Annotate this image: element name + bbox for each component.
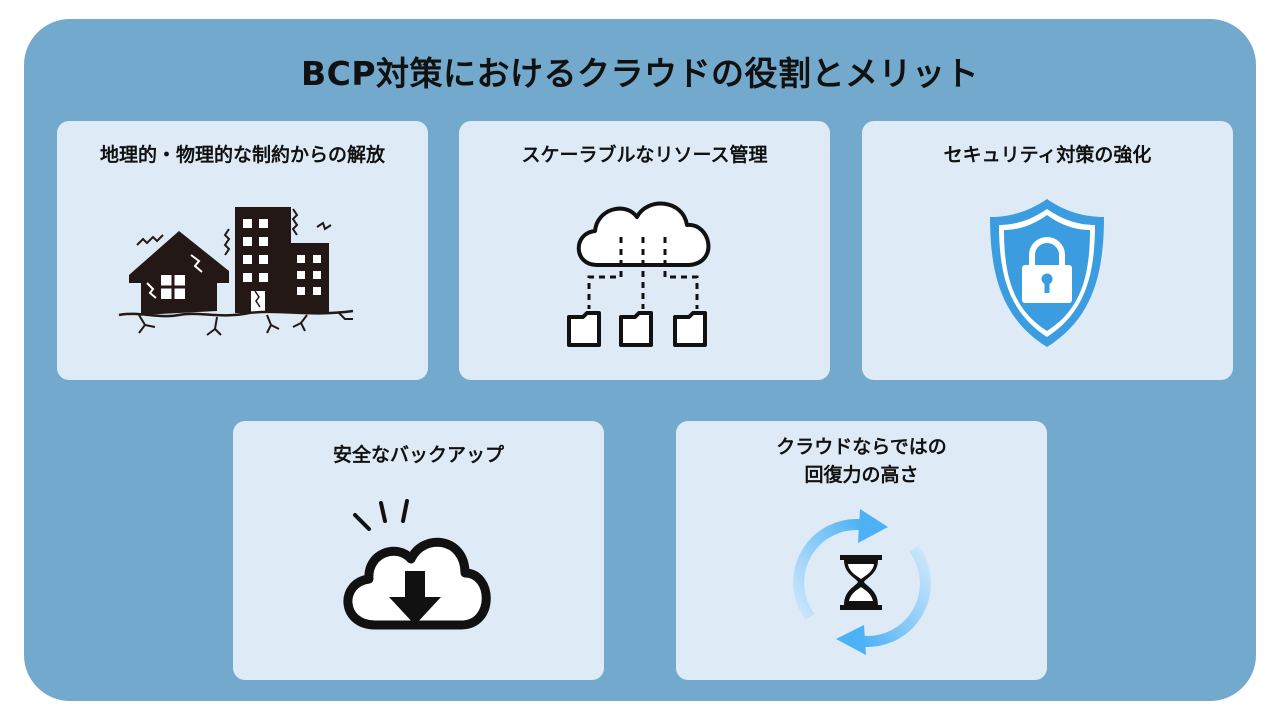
security-shield-icon	[990, 199, 1104, 347]
card-security: セキュリティ対策の強化	[862, 121, 1233, 380]
cloud-network-icon	[567, 201, 711, 347]
card-label: 地理的・物理的な制約からの解放	[99, 144, 385, 166]
cloud-download-icon	[343, 499, 491, 630]
card-label: 安全なバックアップ	[332, 444, 504, 466]
card-scalable-resources: スケーラブルなリソース管理	[459, 121, 830, 380]
card-safe-backup: 安全なバックアップ	[233, 421, 604, 680]
card-label: スケーラブルなリソース管理	[521, 144, 768, 166]
card-label-line2: 回復力の高さ	[804, 464, 919, 486]
card-geographic-freedom: 地理的・物理的な制約からの解放	[57, 121, 428, 380]
page-title: BCP対策におけるクラウドの役割とメリット	[300, 54, 980, 93]
damaged-buildings-icon	[118, 207, 354, 336]
card-label-line1: クラウドならではの	[776, 436, 947, 458]
card-label: セキュリティ対策の強化	[943, 144, 1152, 166]
card-resilience: クラウドならではの 回復力の高さ	[676, 421, 1047, 680]
recovery-hourglass-icon	[793, 509, 931, 655]
main-panel: BCP対策におけるクラウドの役割とメリット 地理的・物理的な制約からの解放	[24, 19, 1256, 701]
